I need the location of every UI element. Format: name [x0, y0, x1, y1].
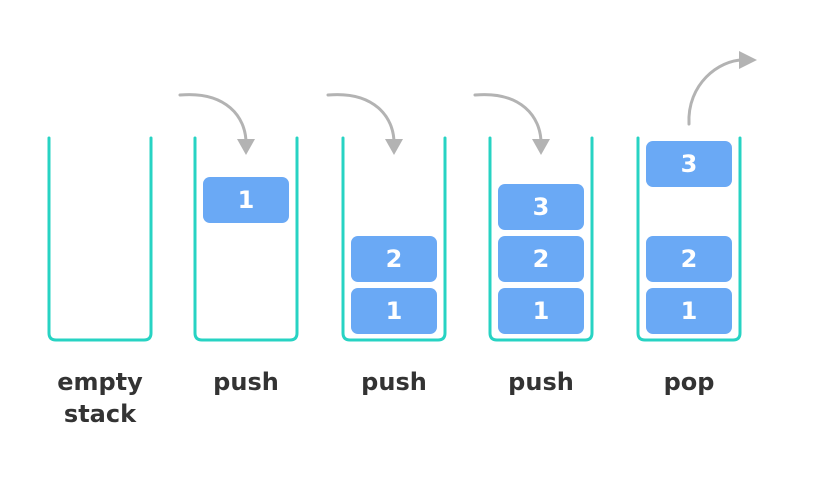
stage-caption: push [213, 368, 279, 396]
stack-container [47, 136, 153, 342]
push-arrow [178, 93, 248, 145]
caption-line: pop [664, 368, 715, 396]
stack-block: 2 [351, 236, 437, 282]
stack-block-rect [498, 236, 584, 282]
stack-block-label: 2 [681, 245, 698, 273]
pop-arrow [687, 58, 745, 126]
stack-container [341, 136, 447, 342]
stack-block: 1 [351, 288, 437, 334]
stage-1: empty stack [47, 136, 153, 428]
stack-block-rect [498, 184, 584, 230]
stack-block-label: 2 [533, 245, 550, 273]
stack-block-rect [498, 288, 584, 334]
stage-caption: push [508, 368, 574, 396]
stack-block-label: 1 [681, 297, 698, 325]
stack-block: 2 [646, 236, 732, 282]
stack-block-label: 3 [533, 193, 550, 221]
stack-container [193, 136, 299, 342]
pushed-block-label: 1 [238, 186, 255, 214]
push-arrow-head [532, 139, 550, 155]
push-arrow-head [237, 139, 255, 155]
stack-block: 3 [498, 184, 584, 230]
stack-block-rect [351, 288, 437, 334]
stack-block-label: 2 [386, 245, 403, 273]
stack-container [488, 136, 594, 342]
stack-block: 2 [498, 236, 584, 282]
stack-block-rect [646, 236, 732, 282]
pushed-block-rect [203, 177, 289, 223]
popped-block-rect [646, 141, 732, 187]
caption-line: push [361, 368, 427, 396]
stack-block: 1 [498, 288, 584, 334]
stage-2: 1 push [178, 93, 299, 396]
stack-container [636, 136, 742, 342]
stack-block-label: 1 [533, 297, 550, 325]
stage-3: 1 2 push [326, 93, 447, 396]
stack-block-label: 1 [386, 297, 403, 325]
caption-line: stack [64, 400, 137, 428]
stage-caption: push [361, 368, 427, 396]
stage-5: 1 2 3 pop [636, 51, 757, 396]
push-arrow-head [385, 139, 403, 155]
popped-block-label: 3 [681, 150, 698, 178]
pop-arrow-head [739, 51, 757, 69]
popped-block: 3 [646, 141, 732, 187]
caption-line: push [213, 368, 279, 396]
stage-caption: empty stack [57, 368, 143, 428]
stack-block-rect [351, 236, 437, 282]
caption-line: push [508, 368, 574, 396]
pushed-block: 1 [203, 177, 289, 223]
stage-caption: pop [664, 368, 715, 396]
caption-line: empty [57, 368, 143, 396]
stack-block-rect [646, 288, 732, 334]
stage-4: 1 2 3 push [473, 93, 594, 396]
push-arrow [326, 93, 396, 145]
stack-block: 1 [646, 288, 732, 334]
push-arrow [473, 93, 543, 145]
